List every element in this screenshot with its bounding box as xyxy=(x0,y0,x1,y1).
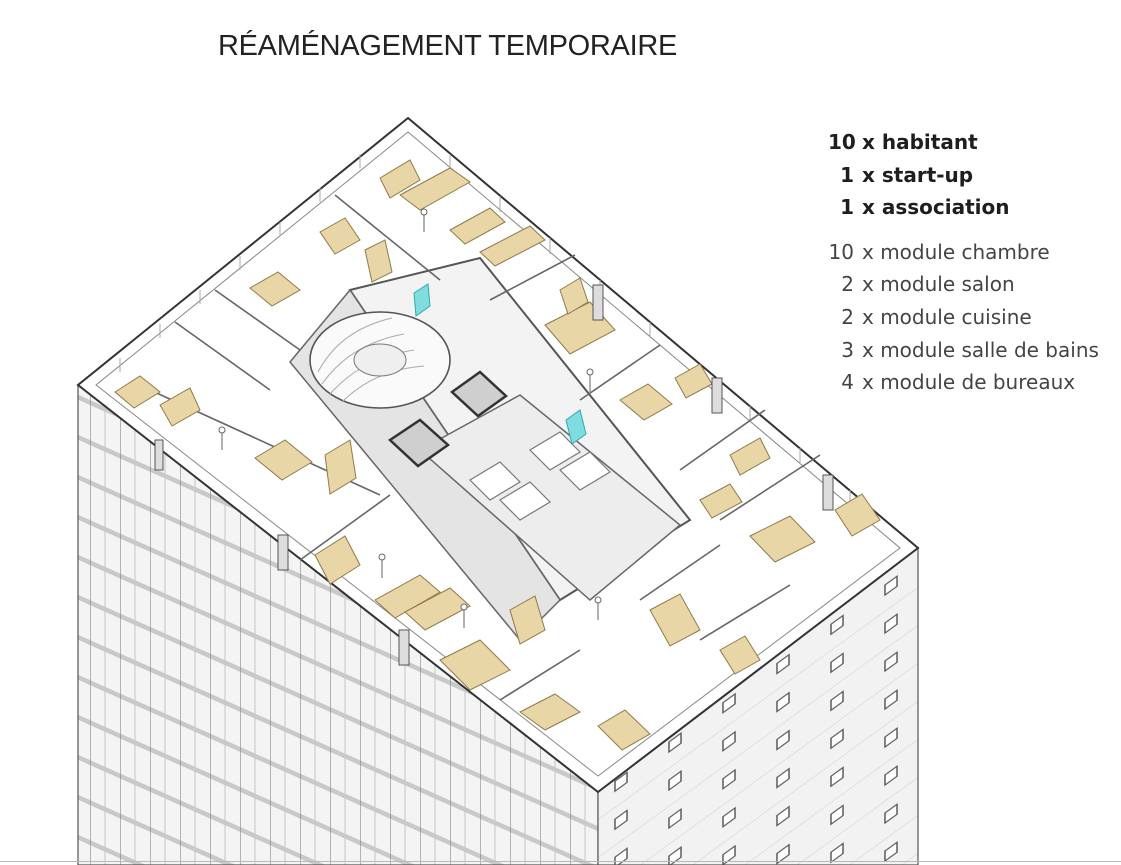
elevator-shaft xyxy=(387,418,451,468)
human-figures xyxy=(218,208,602,628)
page-title: RÉAMÉNAGEMENT TEMPORAIRE xyxy=(218,30,678,62)
railing-nw xyxy=(119,154,361,372)
glass-panel xyxy=(565,409,587,445)
sanitary-block xyxy=(418,394,682,601)
staircase xyxy=(309,311,451,409)
bottom-rule xyxy=(0,861,1121,862)
furniture xyxy=(114,159,881,751)
glass-panel xyxy=(413,283,431,317)
columns xyxy=(154,284,834,666)
sanitary-cubicles xyxy=(469,431,611,521)
elevator-shaft xyxy=(450,370,508,418)
